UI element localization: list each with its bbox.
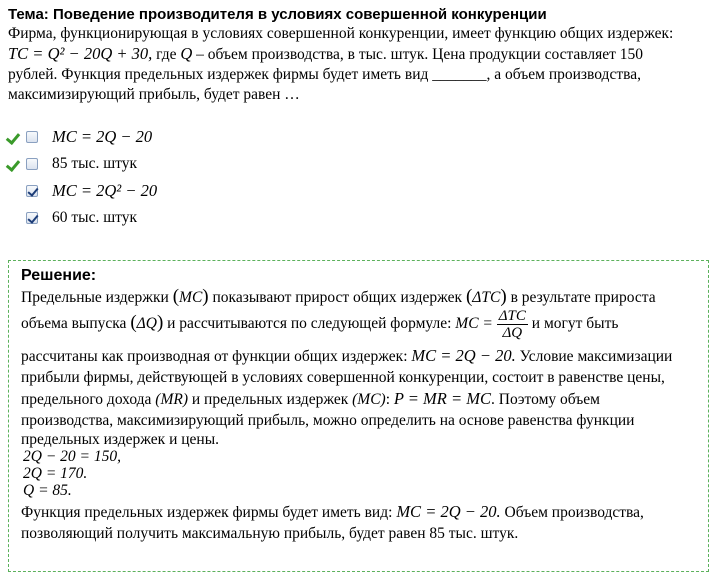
mc-eq: MC = xyxy=(455,315,493,333)
correct-check-icon xyxy=(5,156,24,172)
solution-line-8: Функция предельных издержек фирмы будет … xyxy=(21,502,644,521)
answer-option-2[interactable]: 85 тыс. штук xyxy=(5,150,709,177)
tc-formula: TC = Q² − 20Q + 30, xyxy=(8,44,153,63)
answer-label-2: 85 тыс. штук xyxy=(52,154,137,172)
question-line-3: рублей. Функция предельных издержек фирм… xyxy=(8,66,641,83)
solution-line-6: производства, максимизирующий прибыль, м… xyxy=(21,412,635,429)
solution-line-2: объема выпуска (ΔQ) и рассчитываются по … xyxy=(21,308,619,341)
answer-label-4: 60 тыс. штук xyxy=(52,208,137,226)
answer-option-4[interactable]: 60 тыс. штук xyxy=(8,204,709,231)
solution-box: Решение: Предельные издержки (MC) показы… xyxy=(8,260,709,572)
answer-checkbox-3[interactable] xyxy=(26,184,38,197)
mr-symbol: (MR) xyxy=(155,391,188,408)
question-line-4: максимизирующий прибыль, будет равен … xyxy=(8,86,300,103)
answer-checkbox-2[interactable] xyxy=(26,157,38,170)
mc-paren-symbol: (MC) xyxy=(352,391,386,408)
question-line-2-rest: – объем производства, в тыс. штук. Цена … xyxy=(192,46,644,63)
mc-formula-final: MC = 2Q − 20. xyxy=(396,502,501,521)
answer-checkbox-4[interactable] xyxy=(26,211,38,224)
q-symbol: Q xyxy=(180,44,193,63)
answer-label-3: MC = 2Q² − 20 xyxy=(52,180,158,200)
answer-label-1: MC = 2Q − 20 xyxy=(52,126,153,146)
mc-formula: MC = 2Q − 20. xyxy=(411,346,516,365)
question-where: где xyxy=(152,46,181,63)
question-text: Фирма, функционирующая в условиях соверш… xyxy=(8,24,709,105)
delta-q-symbol: ΔQ xyxy=(136,315,157,333)
answer-option-1[interactable]: MC = 2Q − 20 xyxy=(5,123,709,150)
solution-line-3: рассчитаны как производная от функции об… xyxy=(21,346,673,365)
solution-line-7: предельных издержек и цены. xyxy=(21,431,219,448)
solution-equations: 2Q − 20 = 150, 2Q = 170. Q = 85. xyxy=(21,448,698,499)
question-line-2: TC = Q² − 20Q + 30, где Q – объем произв… xyxy=(8,44,709,65)
solution-line-1: Предельные издержки (MC) показывают прир… xyxy=(21,286,656,307)
topic-title: Тема: Поведение производителя в условиях… xyxy=(8,6,547,23)
equation-2: 2Q = 170. xyxy=(23,465,88,482)
answer-option-3[interactable]: MC = 2Q² − 20 xyxy=(8,177,709,204)
answer-list: MC = 2Q − 20 85 тыс. штук MC = 2Q² − 20 … xyxy=(5,123,709,231)
delta-tc-symbol: ΔTC xyxy=(472,289,501,306)
correct-check-icon xyxy=(5,129,24,145)
mc-symbol: MC xyxy=(179,289,203,306)
answer-checkbox-1[interactable] xyxy=(26,130,38,143)
equation-3: Q = 85. xyxy=(23,482,72,499)
solution-line-5: предельного дохода (MR) и предельных изд… xyxy=(21,389,600,408)
p-mr-mc-formula: P = MR = MC xyxy=(393,389,492,408)
question-line-1: Фирма, функционирующая в условиях соверш… xyxy=(8,25,674,42)
solution-line-9: позволяющий получить максимальную прибыл… xyxy=(21,525,519,542)
equation-1: 2Q − 20 = 150, xyxy=(23,448,121,465)
solution-title: Решение: xyxy=(21,267,97,284)
solution-line-4: прибыли фирмы, действующей в условиях со… xyxy=(21,369,665,386)
